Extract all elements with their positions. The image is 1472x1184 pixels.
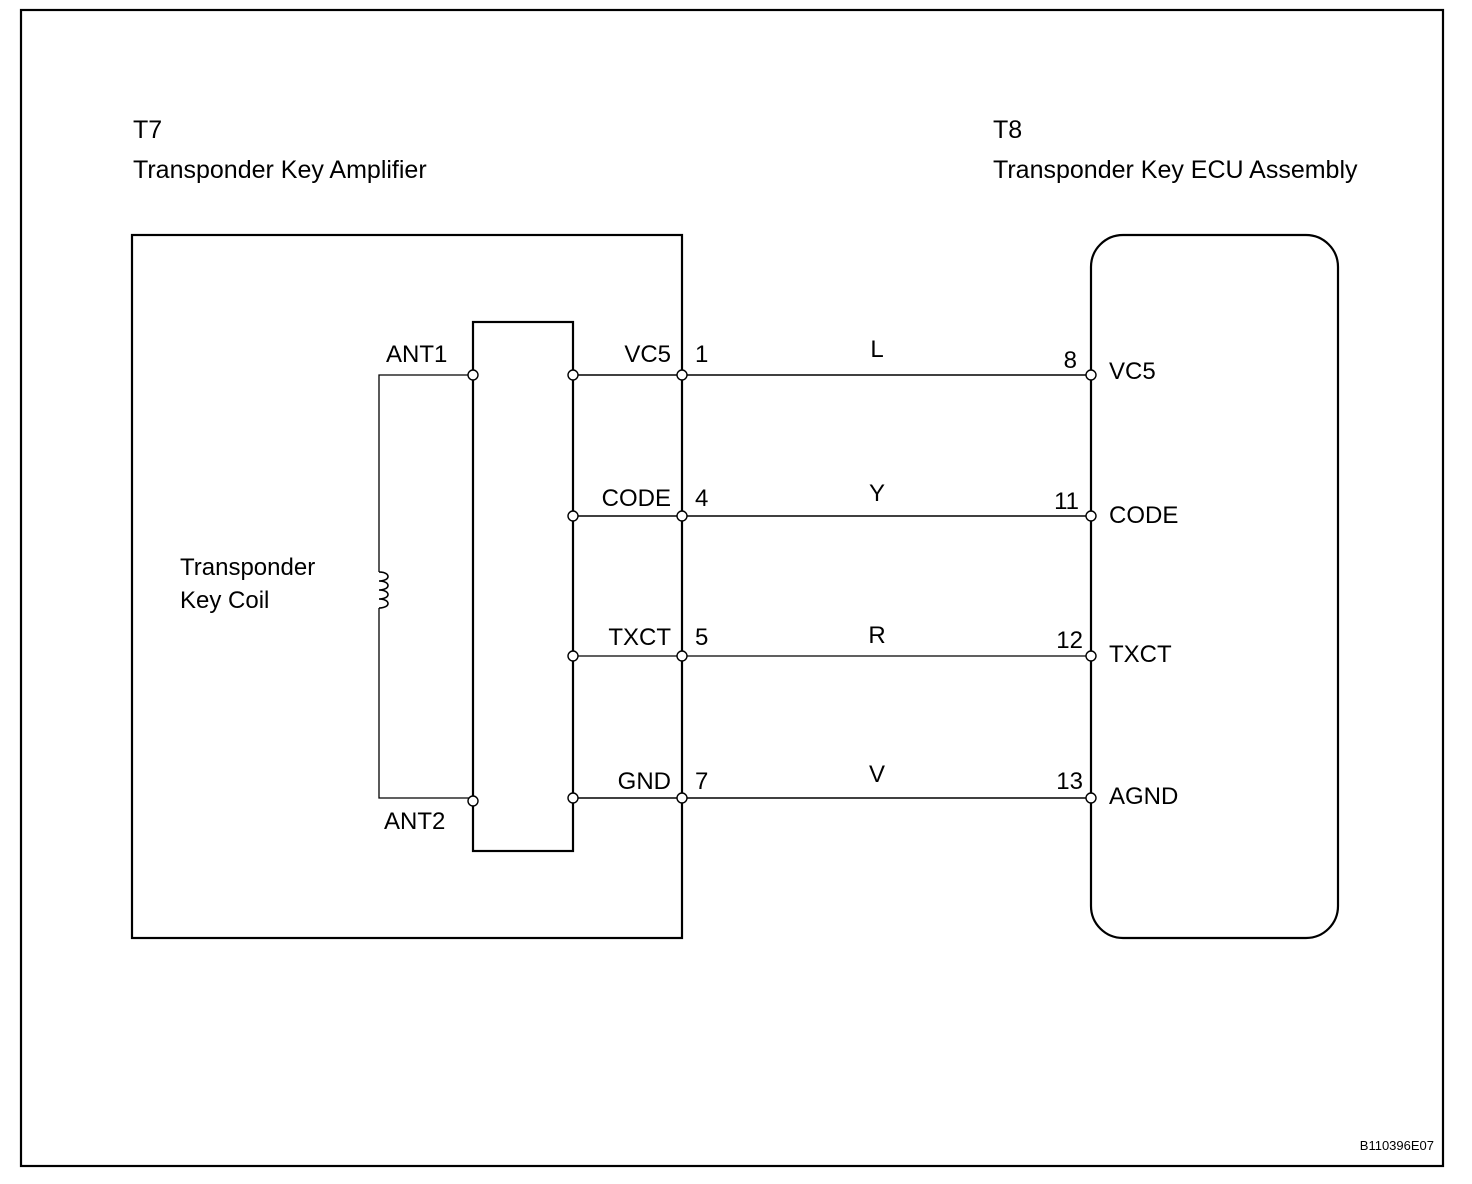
connector-pin-1 — [676, 369, 688, 381]
right-pin-12: 12 — [1056, 627, 1083, 654]
left-signal-vc5: VC5 — [624, 341, 671, 368]
ant2-terminal — [467, 795, 479, 807]
wire-gnd — [567, 792, 1097, 804]
ecu-box — [1089, 233, 1340, 940]
right-pin-8: 8 — [1064, 347, 1077, 374]
ant1-terminal — [467, 369, 479, 381]
left-pin-7: 7 — [695, 768, 708, 795]
left-pin-5: 5 — [695, 624, 708, 651]
ant2-label: ANT2 — [384, 808, 445, 835]
ic-terminal-vc5 — [567, 369, 579, 381]
figure-code: B110396E07 — [1360, 1138, 1434, 1153]
ant1-label: ANT1 — [386, 341, 447, 368]
right-pin-11: 11 — [1054, 488, 1079, 515]
wire-color-l: L — [870, 336, 883, 363]
wire-color-y: Y — [869, 480, 885, 507]
left-signal-txct: TXCT — [608, 624, 671, 651]
left-pin-1: 1 — [695, 341, 708, 368]
connector-pin-8 — [1085, 369, 1097, 381]
right-signal-code: CODE — [1109, 502, 1178, 529]
coil-label-line1: Transponder — [180, 554, 315, 581]
right-signal-agnd: AGND — [1109, 783, 1178, 810]
connector-pin-13 — [1085, 792, 1097, 804]
ic-terminal-txct — [567, 650, 579, 662]
connector-pin-12 — [1085, 650, 1097, 662]
coil-circuit — [378, 369, 479, 807]
left-connector-id: T7 — [133, 116, 162, 144]
connector-pin-7 — [676, 792, 688, 804]
connector-pin-11 — [1085, 510, 1097, 522]
right-signal-vc5: VC5 — [1109, 358, 1156, 385]
coil-icon — [378, 571, 389, 609]
amplifier-box — [130, 233, 684, 940]
ic-terminal-gnd — [567, 792, 579, 804]
left-unit-name: Transponder Key Amplifier — [133, 156, 427, 184]
left-signal-gnd: GND — [618, 768, 671, 795]
right-connector-id: T8 — [993, 116, 1022, 144]
wire-txct — [567, 650, 1097, 662]
wire-code — [567, 510, 1097, 522]
ic-terminal-code — [567, 510, 579, 522]
right-unit-name: Transponder Key ECU Assembly — [993, 156, 1358, 184]
coil-label-line2: Key Coil — [180, 587, 269, 614]
left-signal-code: CODE — [602, 485, 671, 512]
right-pin-13: 13 — [1056, 768, 1083, 795]
amplifier-ic-block — [471, 320, 575, 853]
connector-pin-5 — [676, 650, 688, 662]
connector-pin-4 — [676, 510, 688, 522]
wire-vc5 — [567, 369, 1097, 381]
wire-color-v: V — [869, 761, 885, 788]
left-pin-4: 4 — [695, 485, 708, 512]
right-signal-txct: TXCT — [1109, 641, 1172, 668]
wire-color-r: R — [868, 622, 885, 649]
diagram-frame — [19, 8, 1445, 1168]
